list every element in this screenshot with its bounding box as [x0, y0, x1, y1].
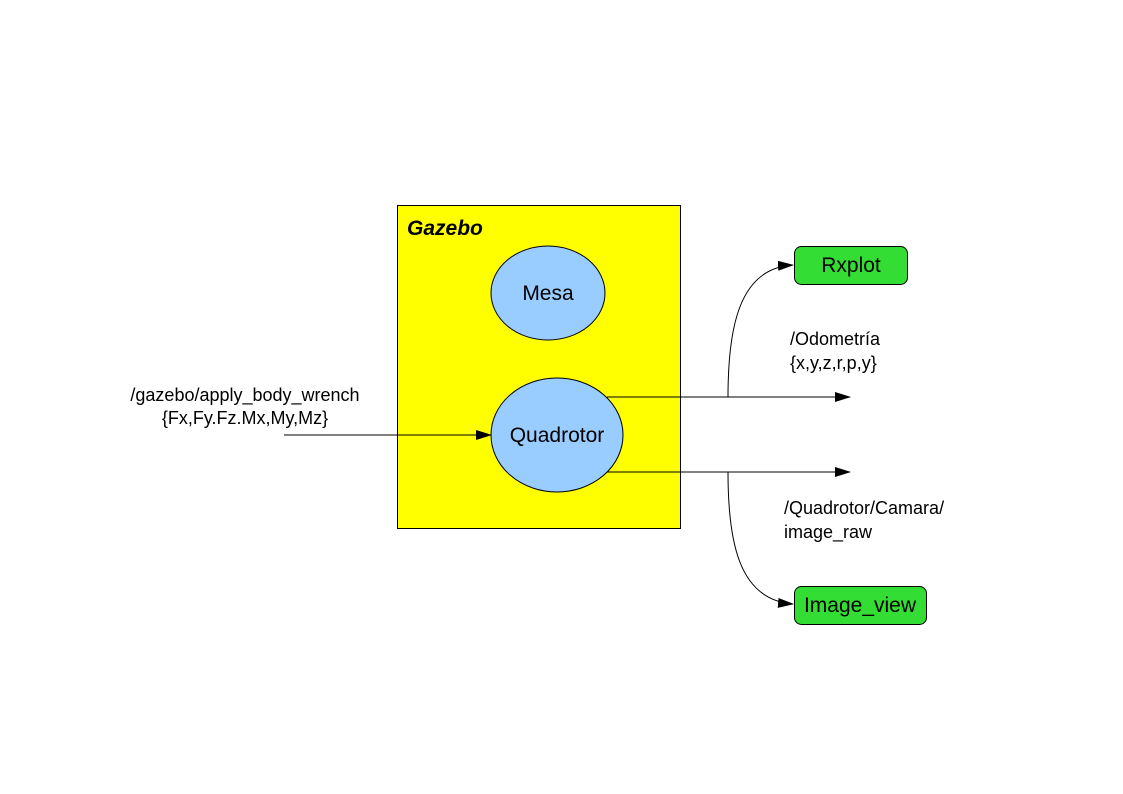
mesa-node — [490, 245, 606, 341]
camera-topic-label-line2: image_raw — [784, 522, 873, 543]
image-view-branch-arrow — [727, 471, 794, 608]
gazebo-title: Gazebo — [407, 217, 483, 240]
wrench-fields-label: {Fx,Fy.Fz.Mx,My,Mz} — [162, 408, 328, 428]
image-view-label: Image_view — [804, 594, 917, 617]
wrench-topic-label: /gazebo/apply_body_wrench — [130, 385, 359, 406]
rxplot-box — [794, 246, 908, 285]
image-view-box — [794, 586, 927, 625]
odometry-fields-label: {x,y,z,r,p,y} — [790, 353, 877, 373]
rxplot-label: Rxplot — [821, 254, 881, 277]
rxplot-branch-arrow — [727, 260, 794, 398]
camera-topic-label-line1: /Quadrotor/Camara/ — [784, 498, 944, 518]
mesa-label: Mesa — [522, 282, 574, 305]
odometry-topic-label: /Odometría — [790, 329, 881, 349]
quadrotor-label: Quadrotor — [510, 424, 605, 447]
